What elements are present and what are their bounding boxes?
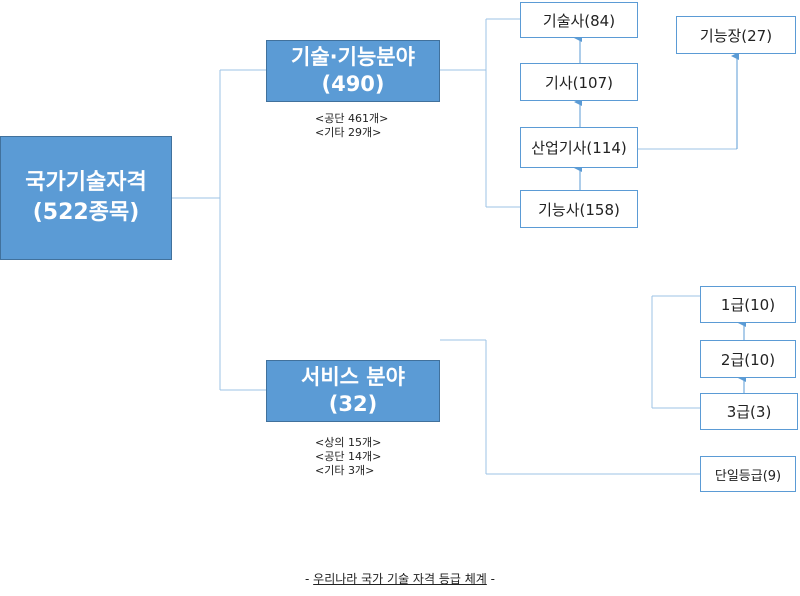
caption-text: 우리나라 국가 기술 자격 등급 체계 xyxy=(313,572,487,586)
note-line: <기타 3개> xyxy=(315,464,375,477)
tech-field-notes: <공단 461개> <기타 29개> xyxy=(315,112,388,140)
tech-field-box: 기술·기능분야 (490) xyxy=(266,40,440,102)
service-field-title: 서비스 분야 xyxy=(301,365,405,389)
root-box: 국가기술자격 (522종목) xyxy=(0,136,172,260)
node-grade3: 3급(3) xyxy=(700,393,798,430)
note-line: <공단 14개> xyxy=(315,450,382,463)
node-gineungjang: 기능장(27) xyxy=(676,16,796,54)
caption-dash-right: - xyxy=(486,572,495,586)
root-title: 국가기술자격 xyxy=(25,170,147,195)
node-grade2: 2급(10) xyxy=(700,340,796,378)
node-gisulsa: 기술사(84) xyxy=(520,2,638,38)
node-gisa: 기사(107) xyxy=(520,63,638,101)
node-single-grade: 단일등급(9) xyxy=(700,456,796,492)
node-sanup-gisa: 산업기사(114) xyxy=(520,127,638,168)
tech-field-title: 기술·기능분야 xyxy=(291,45,415,69)
note-line: <공단 461개> xyxy=(315,112,389,125)
service-field-box: 서비스 분야 (32) xyxy=(266,360,440,422)
caption-dash-left: - xyxy=(305,572,314,586)
figure-caption: - 우리나라 국가 기술 자격 등급 체계 - xyxy=(0,570,800,587)
service-field-count: (32) xyxy=(328,392,378,416)
root-count: (522종목) xyxy=(32,200,140,225)
service-field-notes: <상의 15개> <공단 14개> <기타 3개> xyxy=(315,436,381,478)
node-grade1: 1급(10) xyxy=(700,286,796,323)
node-gineungsa: 기능사(158) xyxy=(520,190,638,228)
note-line: <기타 29개> xyxy=(315,126,382,139)
note-line: <상의 15개> xyxy=(315,436,382,449)
tech-field-count: (490) xyxy=(321,72,385,96)
